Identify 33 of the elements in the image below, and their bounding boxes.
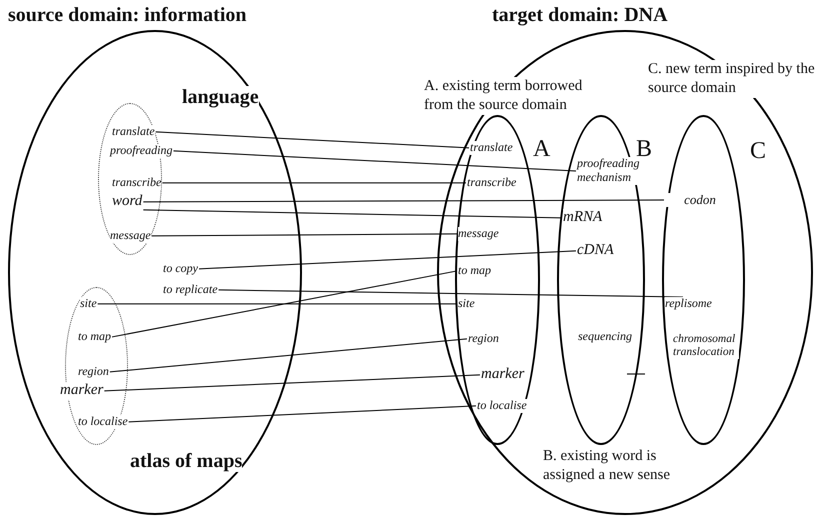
term-label: to map [78, 330, 111, 344]
connector-line [97, 303, 458, 304]
group-heading: language [182, 86, 259, 108]
term-label: translate [470, 141, 513, 155]
connector-line [109, 338, 468, 372]
term-label: proofreading [110, 144, 172, 158]
connector-line [142, 209, 562, 218]
connector-line [162, 182, 466, 184]
connector-line [112, 270, 458, 338]
term-label: message [458, 227, 499, 241]
term-label: region [468, 332, 499, 346]
connector-line [128, 405, 476, 422]
note-text: A. existing term borrowed from the source domain [424, 77, 584, 114]
group-heading: atlas of maps [130, 450, 242, 472]
connector-line [104, 374, 480, 392]
connector-line [172, 150, 576, 172]
connector-line [155, 131, 470, 148]
connector-line [218, 289, 684, 298]
term-label: to localise [78, 415, 128, 429]
term-label: to localise [477, 399, 527, 413]
connector-line [142, 200, 664, 202]
term-label: to map [458, 264, 491, 278]
term-label: replisome [665, 297, 712, 311]
term-label: to copy [163, 262, 198, 276]
term-label: chromosomal translocation [673, 332, 739, 360]
term-label: region [78, 365, 109, 379]
term-label: to replicate [163, 283, 218, 297]
term-label: transcribe [112, 176, 162, 190]
term-label: marker [60, 382, 104, 400]
connector-line [198, 250, 576, 270]
group-heading: target domain: DNA [492, 4, 668, 26]
connector-line [151, 233, 458, 236]
term-label: sequencing [578, 330, 632, 344]
